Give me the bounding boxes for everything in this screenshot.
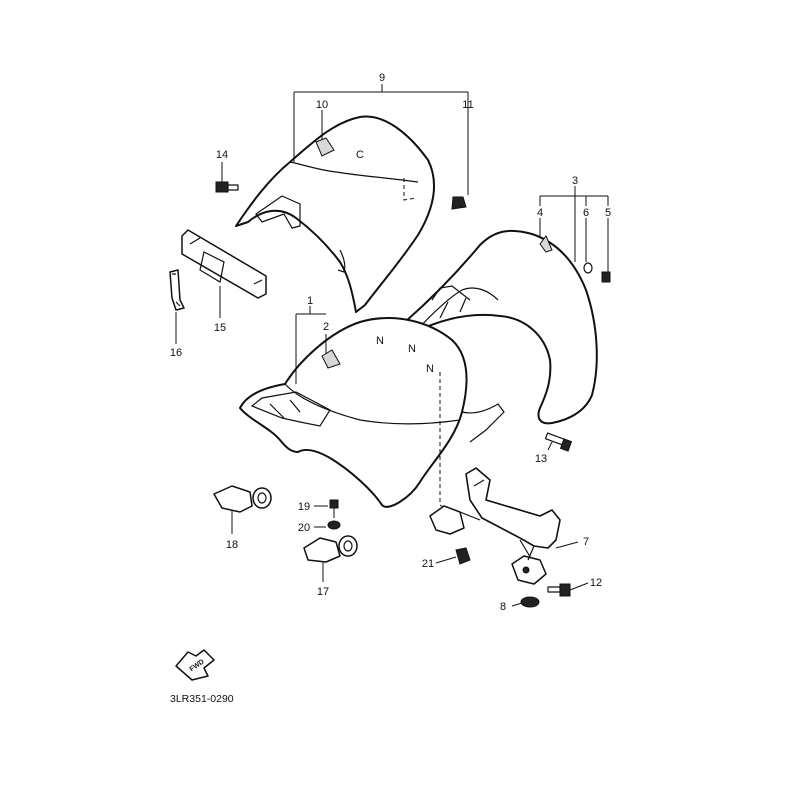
callout-11: 11	[462, 99, 473, 111]
latch-17	[303, 535, 358, 563]
main-seat-1: N N N	[239, 317, 505, 513]
svg-text:N: N	[426, 363, 434, 375]
callout-3: 3	[572, 175, 578, 187]
callout-15: 15	[214, 322, 226, 334]
svg-text:C: C	[356, 149, 364, 161]
callout-12: 12	[590, 577, 602, 589]
svg-text:N: N	[408, 343, 416, 355]
strap-16	[169, 269, 185, 311]
leader-lines	[175, 84, 609, 607]
callout-5: 5	[605, 207, 611, 219]
bolt-13	[544, 432, 573, 452]
callout-20: 20	[298, 522, 310, 534]
bracket-15	[181, 229, 267, 299]
callout-18: 18	[226, 539, 238, 551]
callout-6: 6	[583, 207, 589, 219]
callout-13: 13	[535, 453, 547, 465]
seat-cowl-3	[404, 229, 611, 425]
callout-7: 7	[583, 536, 589, 548]
callout-1: 1	[307, 295, 313, 307]
callout-9: 9	[379, 72, 385, 84]
callout-19: 19	[298, 501, 310, 513]
callout-10: 10	[316, 99, 328, 111]
callout-4: 4	[537, 207, 543, 219]
callout-14: 14	[216, 149, 228, 161]
svg-text:N: N	[376, 335, 384, 347]
grommet-11	[451, 196, 467, 210]
callout-21: 21	[422, 558, 434, 570]
latch-18	[213, 485, 272, 513]
callout-2: 2	[323, 321, 329, 333]
bolt-14	[215, 181, 239, 193]
fwd-arrow-icon: FWD	[175, 649, 215, 681]
drawing-code: 3LR351-0290	[170, 693, 234, 705]
callout-17: 17	[317, 586, 329, 598]
frame-bracket-7	[429, 467, 561, 585]
callout-labels: 1 2 3 4 5 6 7 8 9 10 11 12 13 14 15 16 1…	[170, 72, 611, 613]
callout-8: 8	[500, 601, 506, 613]
bolt-12	[547, 583, 571, 597]
screw-19	[329, 499, 339, 518]
nut-21	[455, 547, 471, 565]
grommet-8	[520, 596, 540, 608]
callout-16: 16	[170, 347, 182, 359]
rear-seat-cowl: C	[235, 115, 435, 313]
washer-20	[327, 520, 341, 530]
